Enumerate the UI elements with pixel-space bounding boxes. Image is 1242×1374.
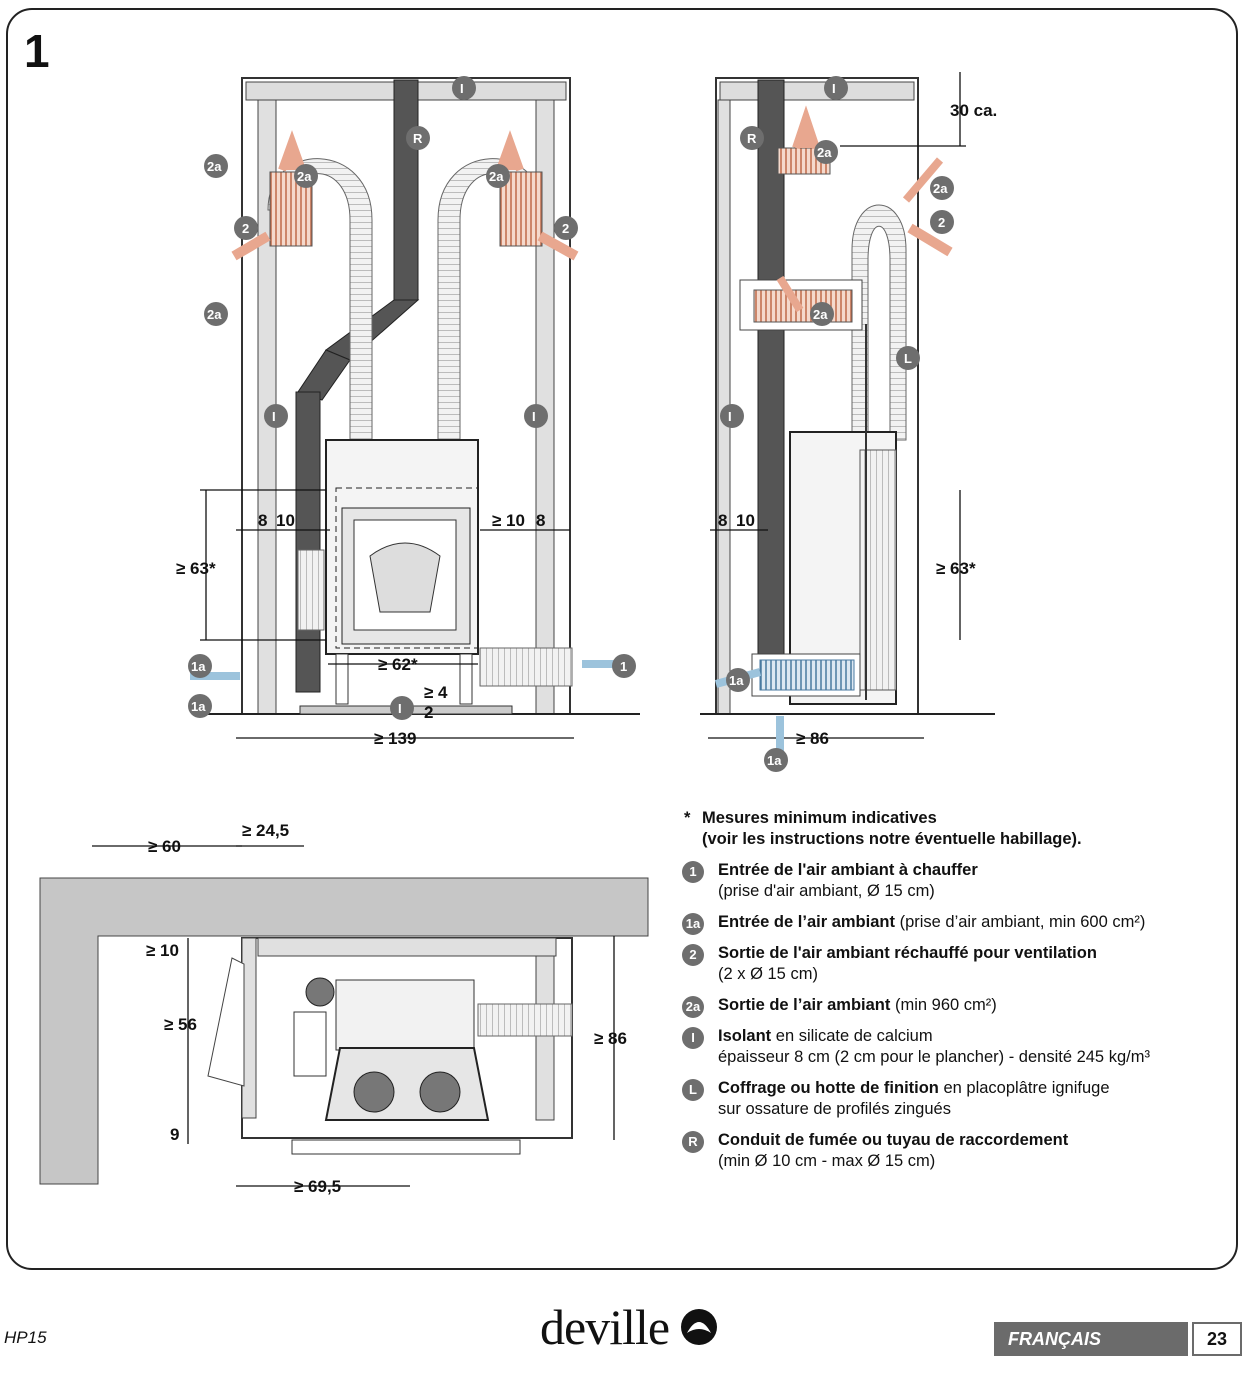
legend-item-R: R Conduit de fumée ou tuyau de raccordem… bbox=[680, 1130, 1240, 1172]
svg-text:1a: 1a bbox=[191, 659, 206, 674]
dim-side-8: 8 bbox=[718, 511, 727, 530]
svg-text:2: 2 bbox=[242, 221, 249, 236]
legend-badge: 1a bbox=[682, 913, 704, 935]
plan-view bbox=[39, 877, 649, 1185]
svg-text:2: 2 bbox=[562, 221, 569, 236]
svg-text:R: R bbox=[413, 131, 423, 146]
dim-front-2: 2 bbox=[424, 703, 433, 722]
installation-diagram: 8 10 ≥ 10 8 ≥ 63* ≥ 62* ≥ 4 2 ≥ 139 30 c… bbox=[39, 72, 997, 1196]
dim-front-8-left: 8 bbox=[258, 511, 267, 530]
svg-text:R: R bbox=[747, 131, 757, 146]
svg-text:I: I bbox=[272, 409, 276, 424]
dim-plan-60: ≥ 60 bbox=[148, 837, 181, 856]
legend-badge: L bbox=[682, 1079, 704, 1101]
svg-text:2a: 2a bbox=[207, 307, 222, 322]
flame-logo-icon bbox=[681, 1309, 718, 1345]
page-number: 23 bbox=[1192, 1322, 1242, 1356]
dim-plan-86: ≥ 86 bbox=[594, 1029, 627, 1048]
dim-plan-56: ≥ 56 bbox=[164, 1015, 197, 1034]
dim-plan-69-5: ≥ 69,5 bbox=[294, 1177, 341, 1196]
legend-badge: R bbox=[682, 1131, 704, 1153]
dim-front-63: ≥ 63* bbox=[176, 559, 216, 578]
svg-text:2a: 2a bbox=[207, 159, 222, 174]
svg-text:I: I bbox=[728, 409, 732, 424]
brand-name: deville bbox=[540, 1299, 670, 1355]
legend-badge: I bbox=[682, 1027, 704, 1049]
svg-text:L: L bbox=[904, 351, 912, 366]
svg-text:I: I bbox=[460, 81, 464, 96]
dim-front-62: ≥ 62* bbox=[378, 655, 418, 674]
svg-text:I: I bbox=[532, 409, 536, 424]
figure-frame bbox=[6, 8, 1238, 1270]
dim-front-4: ≥ 4 bbox=[424, 683, 448, 702]
dim-front-10-left: 10 bbox=[276, 511, 295, 530]
brand-logo: deville bbox=[540, 1298, 719, 1356]
svg-text:1a: 1a bbox=[767, 753, 782, 768]
legend-item-1a: 1a Entrée de l’air ambiant (prise d’air … bbox=[680, 912, 1240, 935]
svg-text:1a: 1a bbox=[729, 673, 744, 688]
figure-number: 1 bbox=[24, 25, 50, 77]
legend-item-1: 1 Entrée de l'air ambiant à chauffer (pr… bbox=[680, 860, 1240, 902]
dim-front-139: ≥ 139 bbox=[374, 729, 416, 748]
svg-text:1a: 1a bbox=[191, 699, 206, 714]
dim-side-86: ≥ 86 bbox=[796, 729, 829, 748]
svg-text:2a: 2a bbox=[297, 169, 312, 184]
legend-note: * Mesures minimum indicatives (voir les … bbox=[684, 808, 1240, 850]
dim-side-30: 30 ca. bbox=[950, 101, 997, 120]
dim-plan-24-5: ≥ 24,5 bbox=[242, 821, 289, 840]
legend-badge: 2 bbox=[682, 944, 704, 966]
legend-item-2: 2 Sortie de l'air ambiant réchauffé pour… bbox=[680, 943, 1240, 985]
language-label: FRANÇAIS bbox=[994, 1322, 1188, 1356]
legend-item-L: L Coffrage ou hotte de finition en placo… bbox=[680, 1078, 1240, 1120]
marker-badges: I R I I I 2a 2a 2a 2 2 2a 1a 1a 1 I R 2a… bbox=[188, 76, 954, 772]
svg-text:2a: 2a bbox=[813, 307, 828, 322]
svg-text:1: 1 bbox=[620, 659, 627, 674]
model-name: HP15 bbox=[4, 1328, 47, 1347]
svg-text:2a: 2a bbox=[817, 145, 832, 160]
dim-front-10-right: ≥ 10 bbox=[492, 511, 525, 530]
legend-item-2a: 2a Sortie de l’air ambiant (min 960 cm²) bbox=[680, 995, 1240, 1018]
legend: * Mesures minimum indicatives (voir les … bbox=[680, 808, 1240, 1182]
svg-text:2: 2 bbox=[938, 215, 945, 230]
svg-text:I: I bbox=[398, 701, 402, 716]
svg-text:2a: 2a bbox=[933, 181, 948, 196]
note-line-2: (voir les instructions notre éventuelle … bbox=[702, 830, 1082, 848]
side-view bbox=[700, 77, 995, 715]
legend-item-I: I Isolant en silicate de calcium épaisse… bbox=[680, 1026, 1240, 1068]
dimension-lines bbox=[92, 72, 966, 1187]
air-arrows bbox=[190, 105, 953, 760]
dim-plan-9: 9 bbox=[170, 1125, 179, 1144]
front-view bbox=[200, 77, 640, 715]
dim-side-63: ≥ 63* bbox=[936, 559, 976, 578]
svg-text:I: I bbox=[832, 81, 836, 96]
note-line-1: Mesures minimum indicatives bbox=[702, 809, 937, 827]
dim-plan-10: ≥ 10 bbox=[146, 941, 179, 960]
dim-front-8-right: 8 bbox=[536, 511, 545, 530]
svg-text:2a: 2a bbox=[489, 169, 504, 184]
dim-side-10: 10 bbox=[736, 511, 755, 530]
legend-badge: 1 bbox=[682, 861, 704, 883]
legend-badge: 2a bbox=[682, 996, 704, 1018]
